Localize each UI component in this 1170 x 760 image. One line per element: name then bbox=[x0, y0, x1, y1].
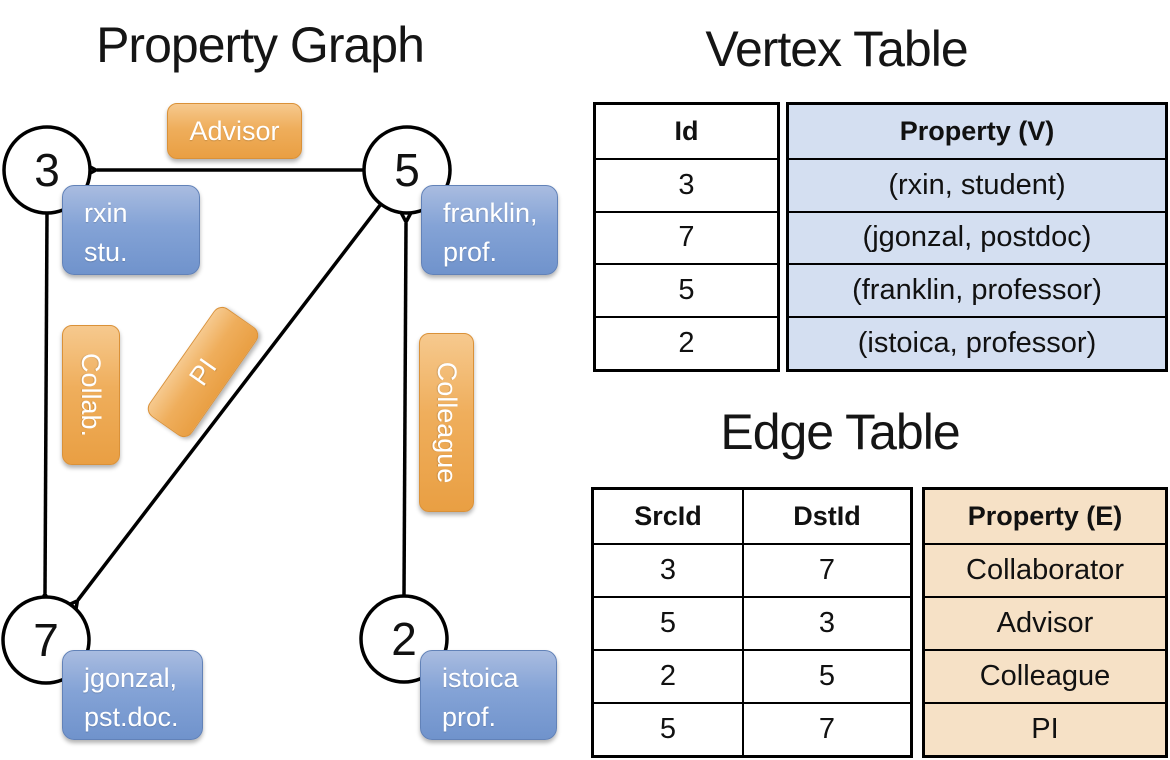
vertex-table-id-cell: 3 bbox=[596, 157, 777, 211]
vertex-table-title: Vertex Table bbox=[705, 21, 968, 77]
edge-table-title: Edge Table bbox=[720, 404, 960, 460]
edge-5-to-7 bbox=[58, 202, 383, 622]
edge-label-collab-text: Collab. bbox=[76, 352, 107, 438]
edge-table-dst-header: DstId bbox=[742, 490, 910, 543]
node-2-label: 2 bbox=[391, 613, 417, 665]
vertex-box-jgonzal-line1: jgonzal, bbox=[84, 663, 178, 693]
edge-table-property-cell: Advisor bbox=[925, 596, 1165, 649]
edge-table-src-header: SrcId bbox=[634, 501, 702, 531]
vertex-box-rxin-line2: stu. bbox=[84, 237, 128, 267]
vertex-box-jgonzal: jgonzal, pst.doc. bbox=[62, 650, 203, 740]
edge-table-src-cell: 2 bbox=[594, 649, 742, 702]
edge-table-property-cell: Colleague bbox=[925, 649, 1165, 702]
vertex-table-property-cell: (istoica, professor) bbox=[789, 316, 1165, 369]
vertex-table-property-cell: (rxin, student) bbox=[789, 157, 1165, 211]
vertex-box-jgonzal-line2: pst.doc. bbox=[84, 702, 179, 732]
vertex-table-id-cell: 2 bbox=[596, 316, 777, 369]
edge-table-src-cell: 3 bbox=[594, 543, 742, 596]
vertex-box-franklin-line1: franklin, bbox=[443, 198, 538, 228]
edge-table-dst-cell: 7 bbox=[742, 702, 910, 755]
edge-2-to-5 bbox=[395, 203, 417, 596]
node-3-label: 3 bbox=[34, 144, 60, 196]
edge-label-collab: Collab. bbox=[62, 325, 120, 465]
edge-table-dst-cell: 3 bbox=[742, 596, 910, 649]
vertex-table-property-column: Property (V) (rxin, student) (jgonzal, p… bbox=[786, 102, 1168, 372]
property-graph-title: Property Graph bbox=[96, 17, 425, 73]
vertex-table-id-header: Id bbox=[674, 115, 699, 146]
vertex-box-rxin: rxin stu. bbox=[62, 185, 200, 275]
vertex-box-franklin-line2: prof. bbox=[443, 237, 498, 267]
edge-label-colleague-text: Colleague bbox=[432, 361, 462, 484]
vertex-table-id-cell: 7 bbox=[596, 210, 777, 264]
edge-table-dst-cell: 5 bbox=[742, 649, 910, 702]
edge-3-to-7 bbox=[34, 211, 56, 613]
edge-table-property-column: Property (E) Collaborator Advisor Collea… bbox=[922, 487, 1168, 758]
vertex-table-property-header: Property (V) bbox=[789, 105, 1165, 158]
edge-table-src-cell: 5 bbox=[594, 596, 742, 649]
edge-label-colleague: Colleague bbox=[419, 333, 474, 512]
edge-table-dst-cell: 7 bbox=[742, 543, 910, 596]
edge-label-pi-text: PI bbox=[182, 352, 223, 391]
vertex-box-istoica: istoica prof. bbox=[420, 650, 557, 740]
edge-table-property-header: Property (E) bbox=[925, 490, 1165, 543]
edge-label-advisor-text: Advisor bbox=[189, 115, 280, 146]
vertex-box-rxin-line1: rxin bbox=[84, 198, 128, 228]
vertex-table-property-cell: (franklin, professor) bbox=[789, 263, 1165, 317]
vertex-box-istoica-line2: prof. bbox=[442, 702, 497, 732]
vertex-table-id-column: Id 3 7 5 2 bbox=[593, 102, 780, 372]
edge-table-src-cell: 5 bbox=[594, 702, 742, 755]
edge-table-property-cell: PI bbox=[925, 702, 1165, 755]
edge-label-advisor: Advisor bbox=[167, 103, 302, 159]
vertex-box-franklin: franklin, prof. bbox=[421, 185, 558, 275]
vertex-table-property-cell: (jgonzal, postdoc) bbox=[789, 210, 1165, 264]
node-7-label: 7 bbox=[33, 614, 59, 666]
edge-table-id-columns: SrcId DstId 3 7 5 3 2 5 5 7 bbox=[591, 487, 913, 758]
node-5-label: 5 bbox=[394, 144, 420, 196]
edge-table-property-cell: Collaborator bbox=[925, 543, 1165, 596]
vertex-table-id-cell: 5 bbox=[596, 263, 777, 316]
vertex-box-istoica-line1: istoica bbox=[442, 663, 519, 693]
